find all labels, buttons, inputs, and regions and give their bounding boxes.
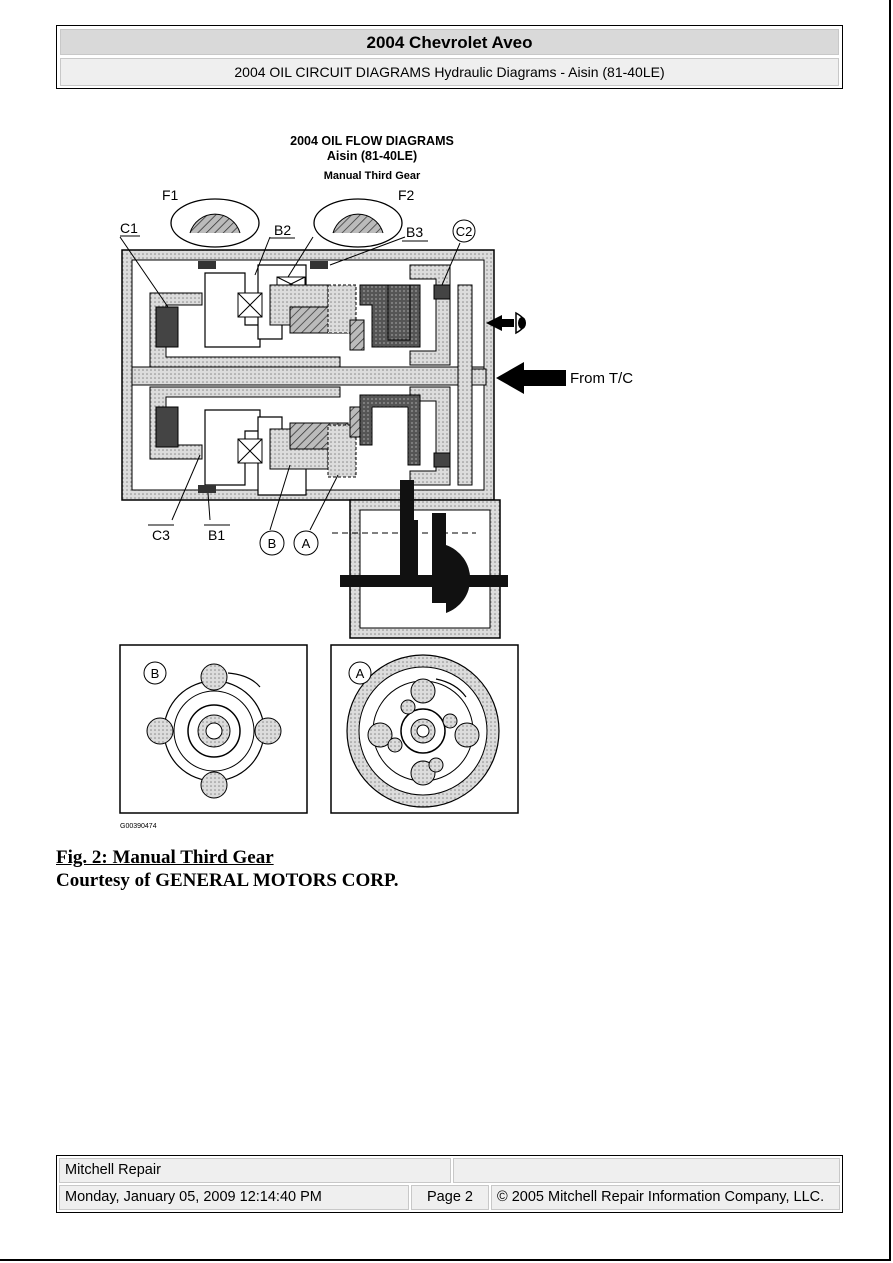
eye-icon [486, 311, 526, 335]
label-b2: B2 [274, 222, 291, 238]
figure-caption: Fig. 2: Manual Third Gear Courtesy of GE… [56, 846, 399, 892]
f1-sprag [170, 198, 260, 248]
footer-page-number: Page 2 [411, 1185, 489, 1210]
output-housing [332, 480, 508, 639]
diagram-heading-3: Manual Third Gear [324, 170, 421, 182]
document-header: 2004 Chevrolet Aveo 2004 OIL CIRCUIT DIA… [56, 25, 843, 89]
label-b1: B1 [208, 527, 225, 543]
label-f1: F1 [162, 187, 179, 203]
diagram-heading-1: 2004 OIL FLOW DIAGRAMS [290, 134, 454, 148]
f2-sprag [313, 198, 403, 248]
footer-copyright: © 2005 Mitchell Repair Information Compa… [491, 1185, 840, 1210]
leader-lines [119, 236, 461, 531]
page-title: 2004 Chevrolet Aveo [60, 29, 839, 55]
label-inset-a: A [356, 666, 365, 681]
label-inset-b: B [151, 666, 160, 681]
label-f2: F2 [398, 187, 415, 203]
inset-a: A [330, 644, 519, 814]
label-b: B [268, 536, 277, 551]
label-c1: C1 [120, 220, 138, 236]
transmission-body [121, 249, 495, 501]
figure-code: G00390474 [120, 823, 157, 830]
label-c3: C3 [152, 527, 170, 543]
label-b3: B3 [406, 224, 423, 240]
inset-b: B [119, 644, 308, 814]
arrow-left-icon [496, 362, 566, 394]
document-footer: Mitchell Repair Monday, January 05, 2009… [56, 1155, 843, 1213]
footer-blank-cell [453, 1158, 840, 1183]
footer-date: Monday, January 05, 2009 12:14:40 PM [59, 1185, 409, 1210]
figure-courtesy: Courtesy of GENERAL MOTORS CORP. [56, 870, 399, 891]
label-a: A [302, 536, 311, 551]
diagram-heading-2: Aisin (81-40LE) [327, 149, 417, 163]
label-from-tc: From T/C [570, 370, 633, 387]
figure-title: Fig. 2: Manual Third Gear [56, 847, 274, 868]
page-subtitle: 2004 OIL CIRCUIT DIAGRAMS Hydraulic Diag… [60, 58, 839, 86]
label-c2: C2 [456, 224, 473, 239]
oil-flow-diagram: 2004 OIL FLOW DIAGRAMS Aisin (81-40LE) M… [119, 134, 633, 830]
footer-brand: Mitchell Repair [59, 1158, 451, 1183]
